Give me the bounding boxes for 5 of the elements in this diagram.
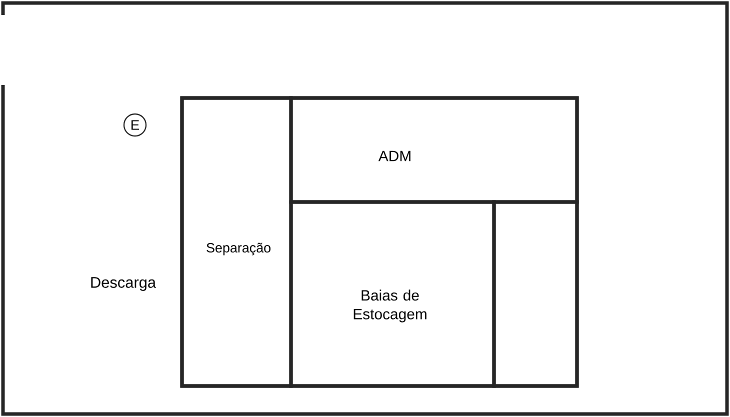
room: [492, 200, 579, 388]
room: Baias de Estocagem: [289, 200, 496, 388]
room: Separação: [180, 96, 293, 388]
room: ADM: [289, 96, 579, 204]
area-label: Descarga: [91, 277, 156, 291]
